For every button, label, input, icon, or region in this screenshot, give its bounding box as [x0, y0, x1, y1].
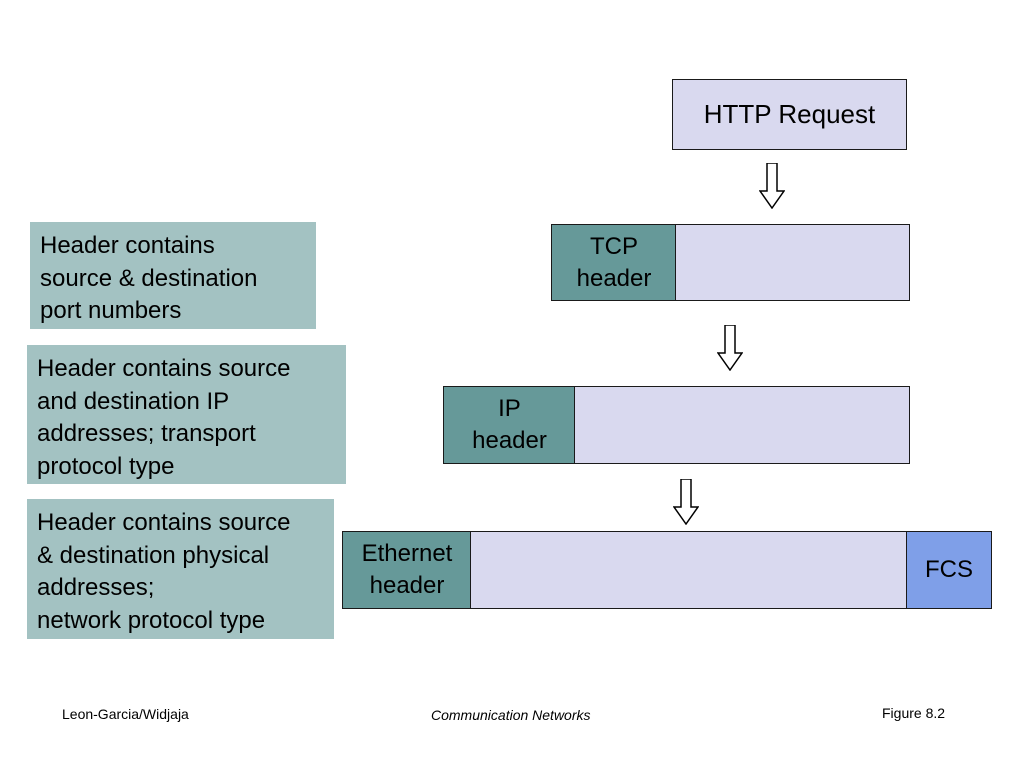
ip-header-box: IP header [443, 386, 576, 464]
ethernet-header-label: Ethernet header [361, 540, 453, 599]
tcp-header-label: TCP header [576, 232, 652, 292]
down-arrow-icon [673, 479, 699, 525]
tcp-header-note: Header contains source & destination por… [30, 222, 316, 329]
down-arrow-icon [717, 325, 743, 371]
fcs-label: FCS [925, 556, 973, 583]
ip-payload-box [574, 386, 910, 464]
tcp-payload-box [675, 224, 910, 301]
fcs-box: FCS [906, 531, 992, 609]
http-request-label: HTTP Request [703, 99, 876, 129]
ip-header-note: Header contains source and destination I… [27, 345, 346, 484]
tcp-note-text: Header contains source & destination por… [40, 232, 258, 324]
ethernet-note-text: Header contains source & destination phy… [37, 509, 291, 634]
ethernet-header-note: Header contains source & destination phy… [27, 499, 334, 639]
footer-authors: Leon-Garcia/Widjaja [62, 706, 189, 722]
ethernet-header-box: Ethernet header [342, 531, 472, 609]
ip-header-label: IP header [472, 395, 547, 454]
ip-note-text: Header contains source and destination I… [37, 355, 291, 480]
down-arrow-icon [759, 163, 785, 209]
footer-book-title: Communication Networks [431, 707, 591, 723]
tcp-header-box: TCP header [551, 224, 677, 301]
ethernet-payload-box [470, 531, 908, 609]
footer-figure-number: Figure 8.2 [882, 705, 946, 721]
http-request-box: HTTP Request [672, 79, 907, 150]
